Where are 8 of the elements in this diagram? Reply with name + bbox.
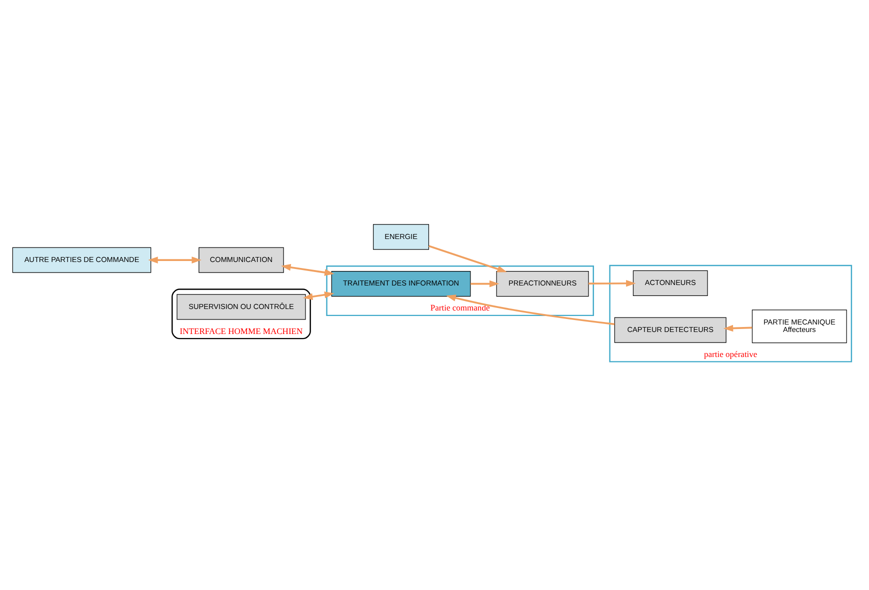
arrow xyxy=(302,290,334,300)
arrow xyxy=(148,256,202,263)
arrow xyxy=(470,280,500,287)
arrow xyxy=(280,263,334,276)
arrow xyxy=(428,244,508,272)
arrow xyxy=(588,279,636,286)
arrow xyxy=(723,324,752,332)
arrow xyxy=(446,294,615,325)
